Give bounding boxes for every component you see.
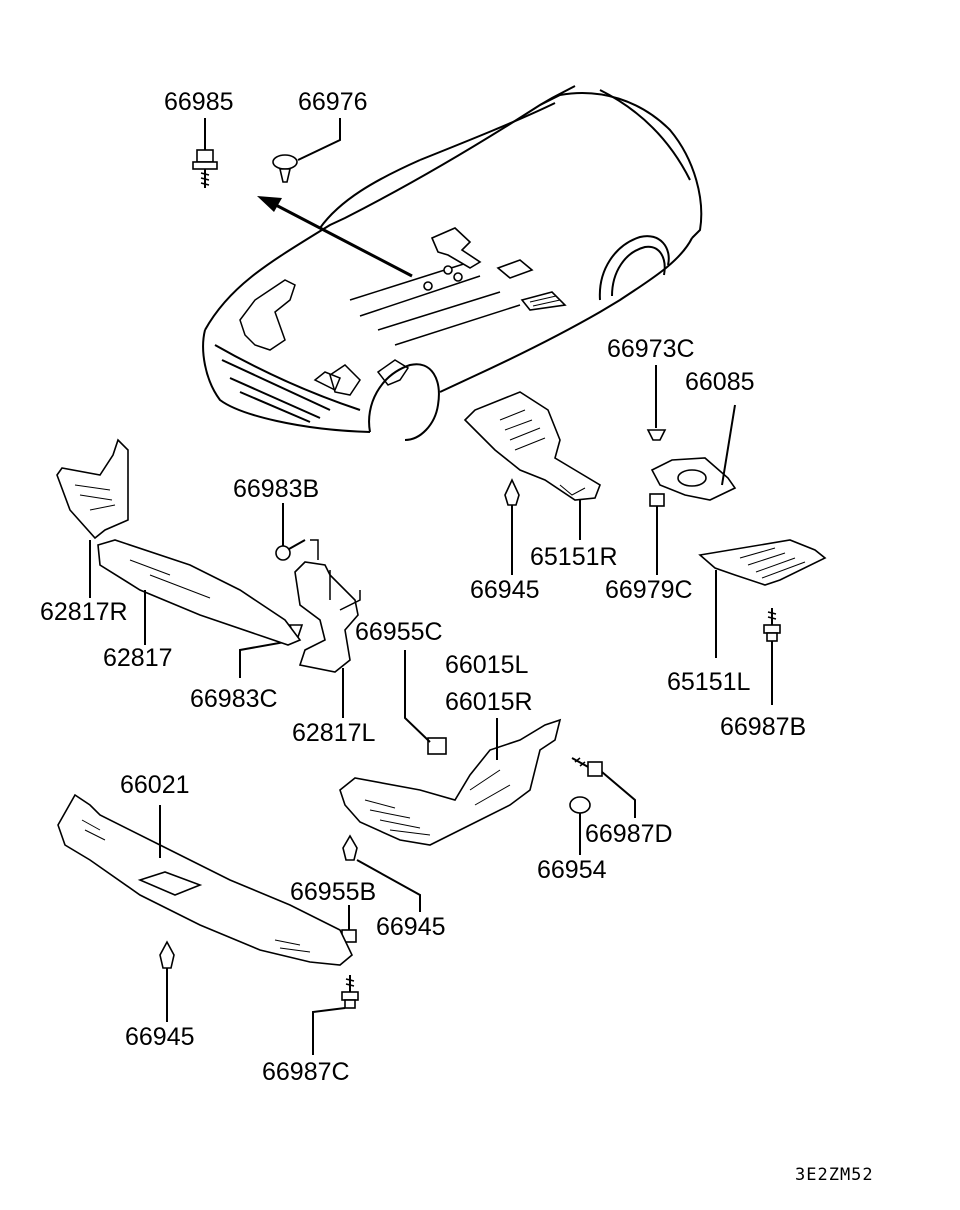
label-62817R: 62817R — [40, 598, 128, 626]
label-62817: 62817 — [103, 644, 173, 672]
panel-65151R — [463, 391, 601, 540]
clip-66945-mid — [342, 834, 421, 912]
screw-66983B — [275, 503, 306, 561]
diagram-code: 3E2ZM52 — [795, 1165, 874, 1185]
bolt-66987C — [312, 975, 359, 1055]
label-66945-b: 66945 — [376, 913, 446, 941]
panel-65151L — [698, 539, 827, 658]
label-66983C: 66983C — [190, 685, 278, 713]
panel-62817R — [56, 438, 129, 598]
label-66015L: 66015L — [445, 651, 529, 679]
grommet-66954 — [569, 796, 591, 855]
nut-66955C — [404, 650, 447, 755]
label-66955B: 66955B — [290, 878, 376, 906]
label-66987D: 66987D — [585, 820, 673, 848]
label-66987C: 66987C — [262, 1058, 350, 1086]
label-66015R: 66015R — [445, 688, 533, 716]
label-66955C: 66955C — [355, 618, 443, 646]
panel-66015LR — [339, 718, 562, 846]
panel-62817 — [97, 539, 302, 646]
label-65151R: 65151R — [530, 543, 618, 571]
clip-66979C — [649, 493, 665, 575]
bracket-62817L — [294, 539, 361, 718]
clip-66945-center — [504, 478, 520, 575]
bolt-66985 — [192, 118, 218, 188]
label-66954: 66954 — [537, 856, 607, 884]
label-62817L: 62817L — [292, 719, 376, 747]
bolt-66987B — [763, 608, 781, 705]
label-66976: 66976 — [298, 88, 368, 116]
label-66985: 66985 — [164, 88, 234, 116]
label-66021: 66021 — [120, 771, 190, 799]
clip-66945-low — [159, 940, 175, 1022]
label-66945-c: 66945 — [125, 1023, 195, 1051]
label-66987B: 66987B — [720, 713, 806, 741]
car-body-outline — [202, 85, 703, 441]
bolt-66987D — [571, 757, 636, 818]
panel-66021 — [57, 793, 353, 966]
label-66085: 66085 — [685, 368, 755, 396]
label-66945-a: 66945 — [470, 576, 540, 604]
label-66973C: 66973C — [607, 335, 695, 363]
label-65151L: 65151L — [667, 668, 751, 696]
clip-66976 — [272, 118, 341, 183]
panel-66085 — [650, 404, 737, 501]
nut-66955B — [341, 905, 357, 943]
clip-66973C — [646, 365, 667, 441]
label-66979C: 66979C — [605, 576, 693, 604]
label-66983B: 66983B — [233, 475, 319, 503]
